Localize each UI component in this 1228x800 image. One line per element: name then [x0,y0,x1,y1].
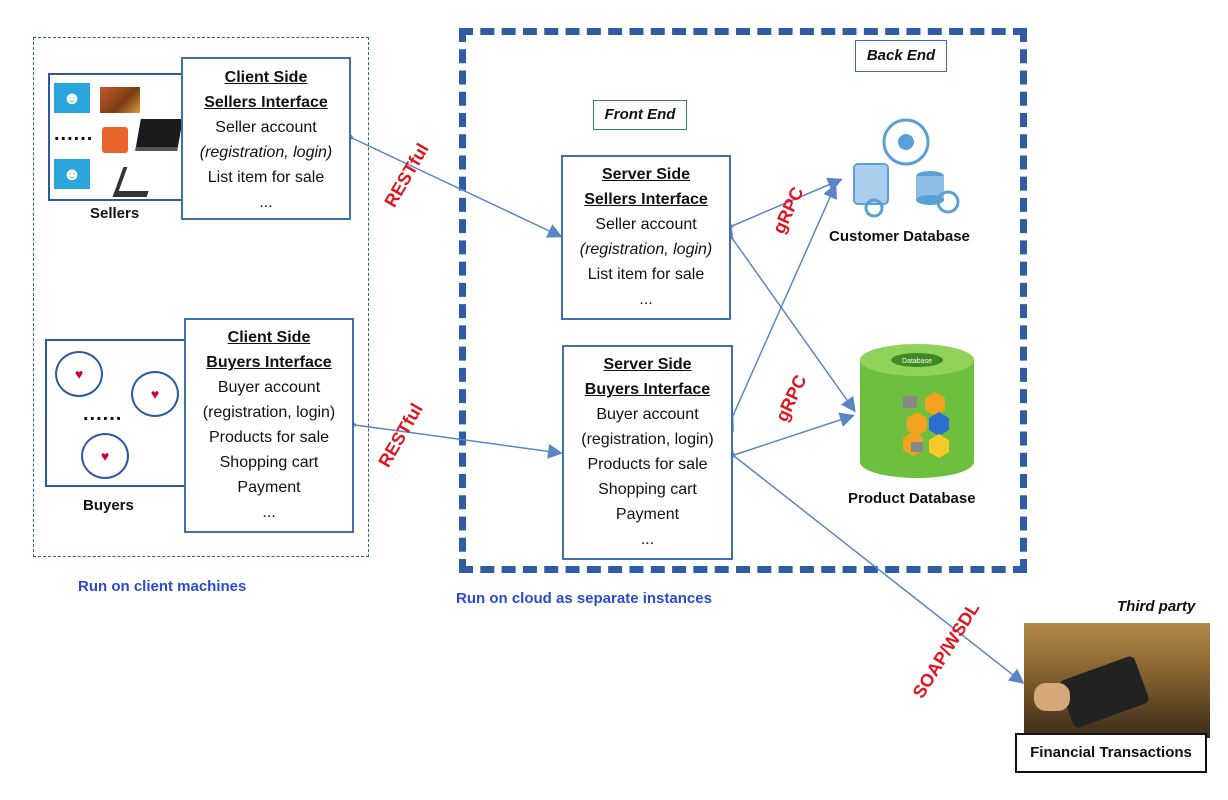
server-sellers-line-4: ... [639,291,653,308]
third-party-label: Third party [1117,598,1196,615]
front-end-label: Front End [593,100,687,130]
server-sellers-title-2: Sellers Interface [584,191,708,208]
buyers-dots: ...... [83,403,123,425]
server-buyers-title-2: Buyers Interface [584,381,711,398]
server-buyers-line-2: (registration, login) [581,431,714,448]
treadmill-icon [112,167,158,197]
financial-transactions-box: Financial Transactions [1015,733,1207,773]
server-sellers-interface: Server Side Sellers Interface Seller acc… [561,155,731,320]
people-icon-2: ☻ [54,159,90,189]
card-reader-icon [1057,654,1151,730]
server-sellers-line-1: Seller account [595,216,697,233]
server-buyers-line-3: Products for sale [587,456,708,473]
payment-terminal-image [1024,623,1210,738]
server-buyers-title-1: Server Side [603,356,692,373]
laptop-icon [135,119,183,151]
client-buyers-line-3: Products for sale [208,429,330,446]
server-sellers-line-3: List item for sale [587,266,705,283]
buyers-icon-group: ♥ ♥ ...... ♥ [45,339,187,487]
buyer-avatar-icon: ♥ [55,351,103,397]
server-buyers-line-1: Buyer account [596,406,699,423]
customer-database-icon [853,118,960,218]
client-sellers-line-4: ... [259,194,273,211]
server-sellers-title-1: Server Side [601,166,691,183]
client-machines-note: Run on client machines [78,578,247,595]
cloud-note: Run on cloud as separate instances [456,590,712,607]
server-buyers-line-6: ... [640,531,655,548]
hand-icon [1034,683,1070,711]
client-buyers-line-1: Buyer account [217,379,321,396]
client-buyers-title-1: Client Side [227,329,311,346]
client-sellers-interface: Client Side Sellers Interface Seller acc… [181,57,351,220]
client-machines-region [33,37,369,557]
product-database-icon: Database [860,344,974,478]
client-sellers-line-2: (registration, login) [199,144,333,161]
customer-database-caption: Customer Database [829,228,970,245]
server-buyers-line-4: Shopping cart [598,481,697,498]
sellers-caption: Sellers [90,205,140,222]
client-buyers-interface: Client Side Buyers Interface Buyer accou… [184,318,354,533]
buyers-caption: Buyers [83,497,134,514]
client-buyers-line-2: (registration, login) [202,404,336,421]
grpc-product-arrow-1 [718,223,856,413]
sellers-dots: ...... [54,123,94,145]
server-sellers-line-2: (registration, login) [579,241,713,258]
grpc-product-arrow-2 [720,412,855,466]
client-sellers-line-1: Seller account [215,119,317,136]
client-buyers-line-4: Shopping cart [219,454,319,471]
client-sellers-line-3: List item for sale [207,169,325,186]
client-sellers-title-2: Sellers Interface [204,94,328,111]
people-icon: ☻ [54,83,90,113]
buyer-avatar-icon-3: ♥ [81,433,129,479]
buyer-avatar-icon-2: ♥ [131,371,179,417]
server-buyers-interface: Server Side Buyers Interface Buyer accou… [562,345,733,560]
restful-sellers-arrow [337,126,563,238]
cylinder-label: Database [902,358,932,365]
shopping-bag-icon [102,127,128,153]
sellers-icon-group: ☻ ...... ☻ [48,73,187,201]
client-buyers-line-5: Payment [237,479,301,496]
back-end-label: Back End [855,40,947,72]
client-sellers-title-1: Client Side [224,69,308,86]
food-icon [100,87,140,113]
product-database-caption: Product Database [848,490,976,507]
client-buyers-title-2: Buyers Interface [206,354,332,371]
server-buyers-line-5: Payment [615,506,680,523]
soap-arrow [719,442,1025,684]
client-buyers-line-6: ... [262,504,276,521]
restful-buyers-arrow [342,415,563,459]
